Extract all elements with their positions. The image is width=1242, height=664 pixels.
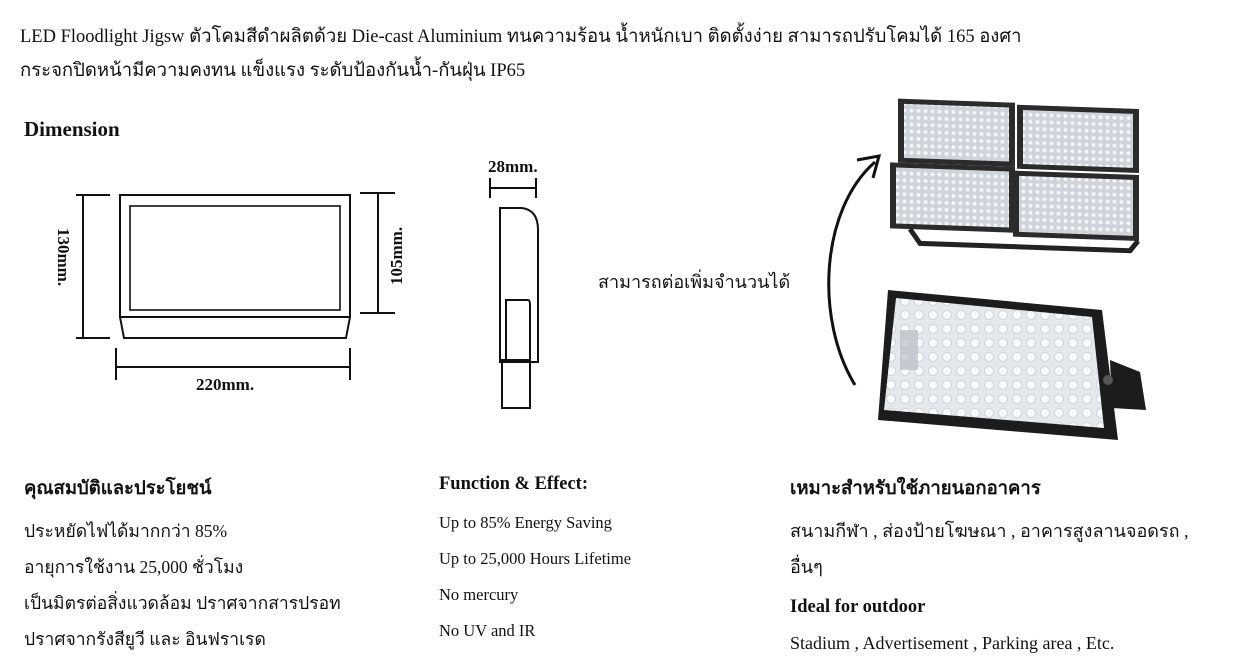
intro-line-2: กระจกปิดหน้ามีความคงทน แข็งแรง ระดับป้อง… [20, 61, 526, 81]
features-th-column: คุณสมบัติและประโยชน์ ประหยัดไฟได้มากกว่า… [24, 474, 424, 657]
features-en-item: No UV and IR [439, 621, 536, 640]
features-th-item: ปราศจากรังสียูวี และ อินฟราเรด [24, 629, 266, 649]
side-bracket [505, 299, 531, 361]
features-th-item: อายุการใช้งาน 25,000 ชั่วโมง [24, 557, 244, 577]
intro-text: LED Floodlight Jigsw ตัวโคมสีดำผลิตด้วย … [20, 20, 1230, 88]
features-en-item: Up to 85% Energy Saving [439, 513, 612, 532]
depth-label: 28mm. [488, 157, 538, 176]
front-outer-frame [119, 194, 351, 318]
features-th-item: ประหยัดไฟได้มากกว่า 85% [24, 521, 228, 541]
side-view-drawing: 28mm. [488, 157, 539, 409]
usage-line-th-1: สนามกีฬา , ส่องป้ายโฆษณา , อาคารสูงลานจอ… [790, 521, 1189, 541]
features-th-heading: คุณสมบัติและประโยชน์ [24, 479, 212, 499]
features-en-item: No mercury [439, 585, 519, 604]
intro-line-1: LED Floodlight Jigsw ตัวโคมสีดำผลิตด้วย … [20, 27, 1022, 47]
usage-line-th-2: อื่นๆ [790, 557, 823, 577]
front-bottom-mount [119, 316, 351, 339]
usage-heading-th: เหมาะสำหรับใช้ภายนอกอาคาร [790, 479, 1041, 499]
usage-heading-en: Ideal for outdoor [790, 597, 926, 617]
inner-height-label: 105mm. [387, 227, 406, 285]
front-view-drawing: 130mm. 105mm. 220mm. [54, 192, 406, 394]
single-floodlight-image [878, 290, 1146, 440]
curved-arrow [827, 154, 882, 386]
usage-column: เหมาะสำหรับใช้ภายนอกอาคาร สนามกีฬา , ส่อ… [790, 474, 1230, 661]
expand-label: สามารถต่อเพิ่มจำนวนได้ [598, 272, 791, 292]
usage-line-en: Stadium , Advertisement , Parking area ,… [790, 633, 1115, 653]
features-en-heading: Function & Effect: [439, 474, 588, 494]
height-label: 130mm. [54, 228, 73, 286]
front-inner-panel [129, 205, 341, 311]
side-body-profile [499, 207, 539, 363]
features-en-column: Function & Effect: Up to 85% Energy Savi… [439, 474, 759, 649]
dimension-title: Dimension [24, 117, 120, 141]
features-en-item: Up to 25,000 Hours Lifetime [439, 549, 632, 568]
width-label: 220mm. [196, 375, 254, 394]
arrow-head-icon [856, 154, 882, 179]
quad-floodlight-image [890, 98, 1140, 254]
side-mount-plate [501, 359, 531, 409]
features-th-item: เป็นมิตรต่อสิ่งแวดล้อม ปราศจากสารปรอท [24, 593, 341, 613]
